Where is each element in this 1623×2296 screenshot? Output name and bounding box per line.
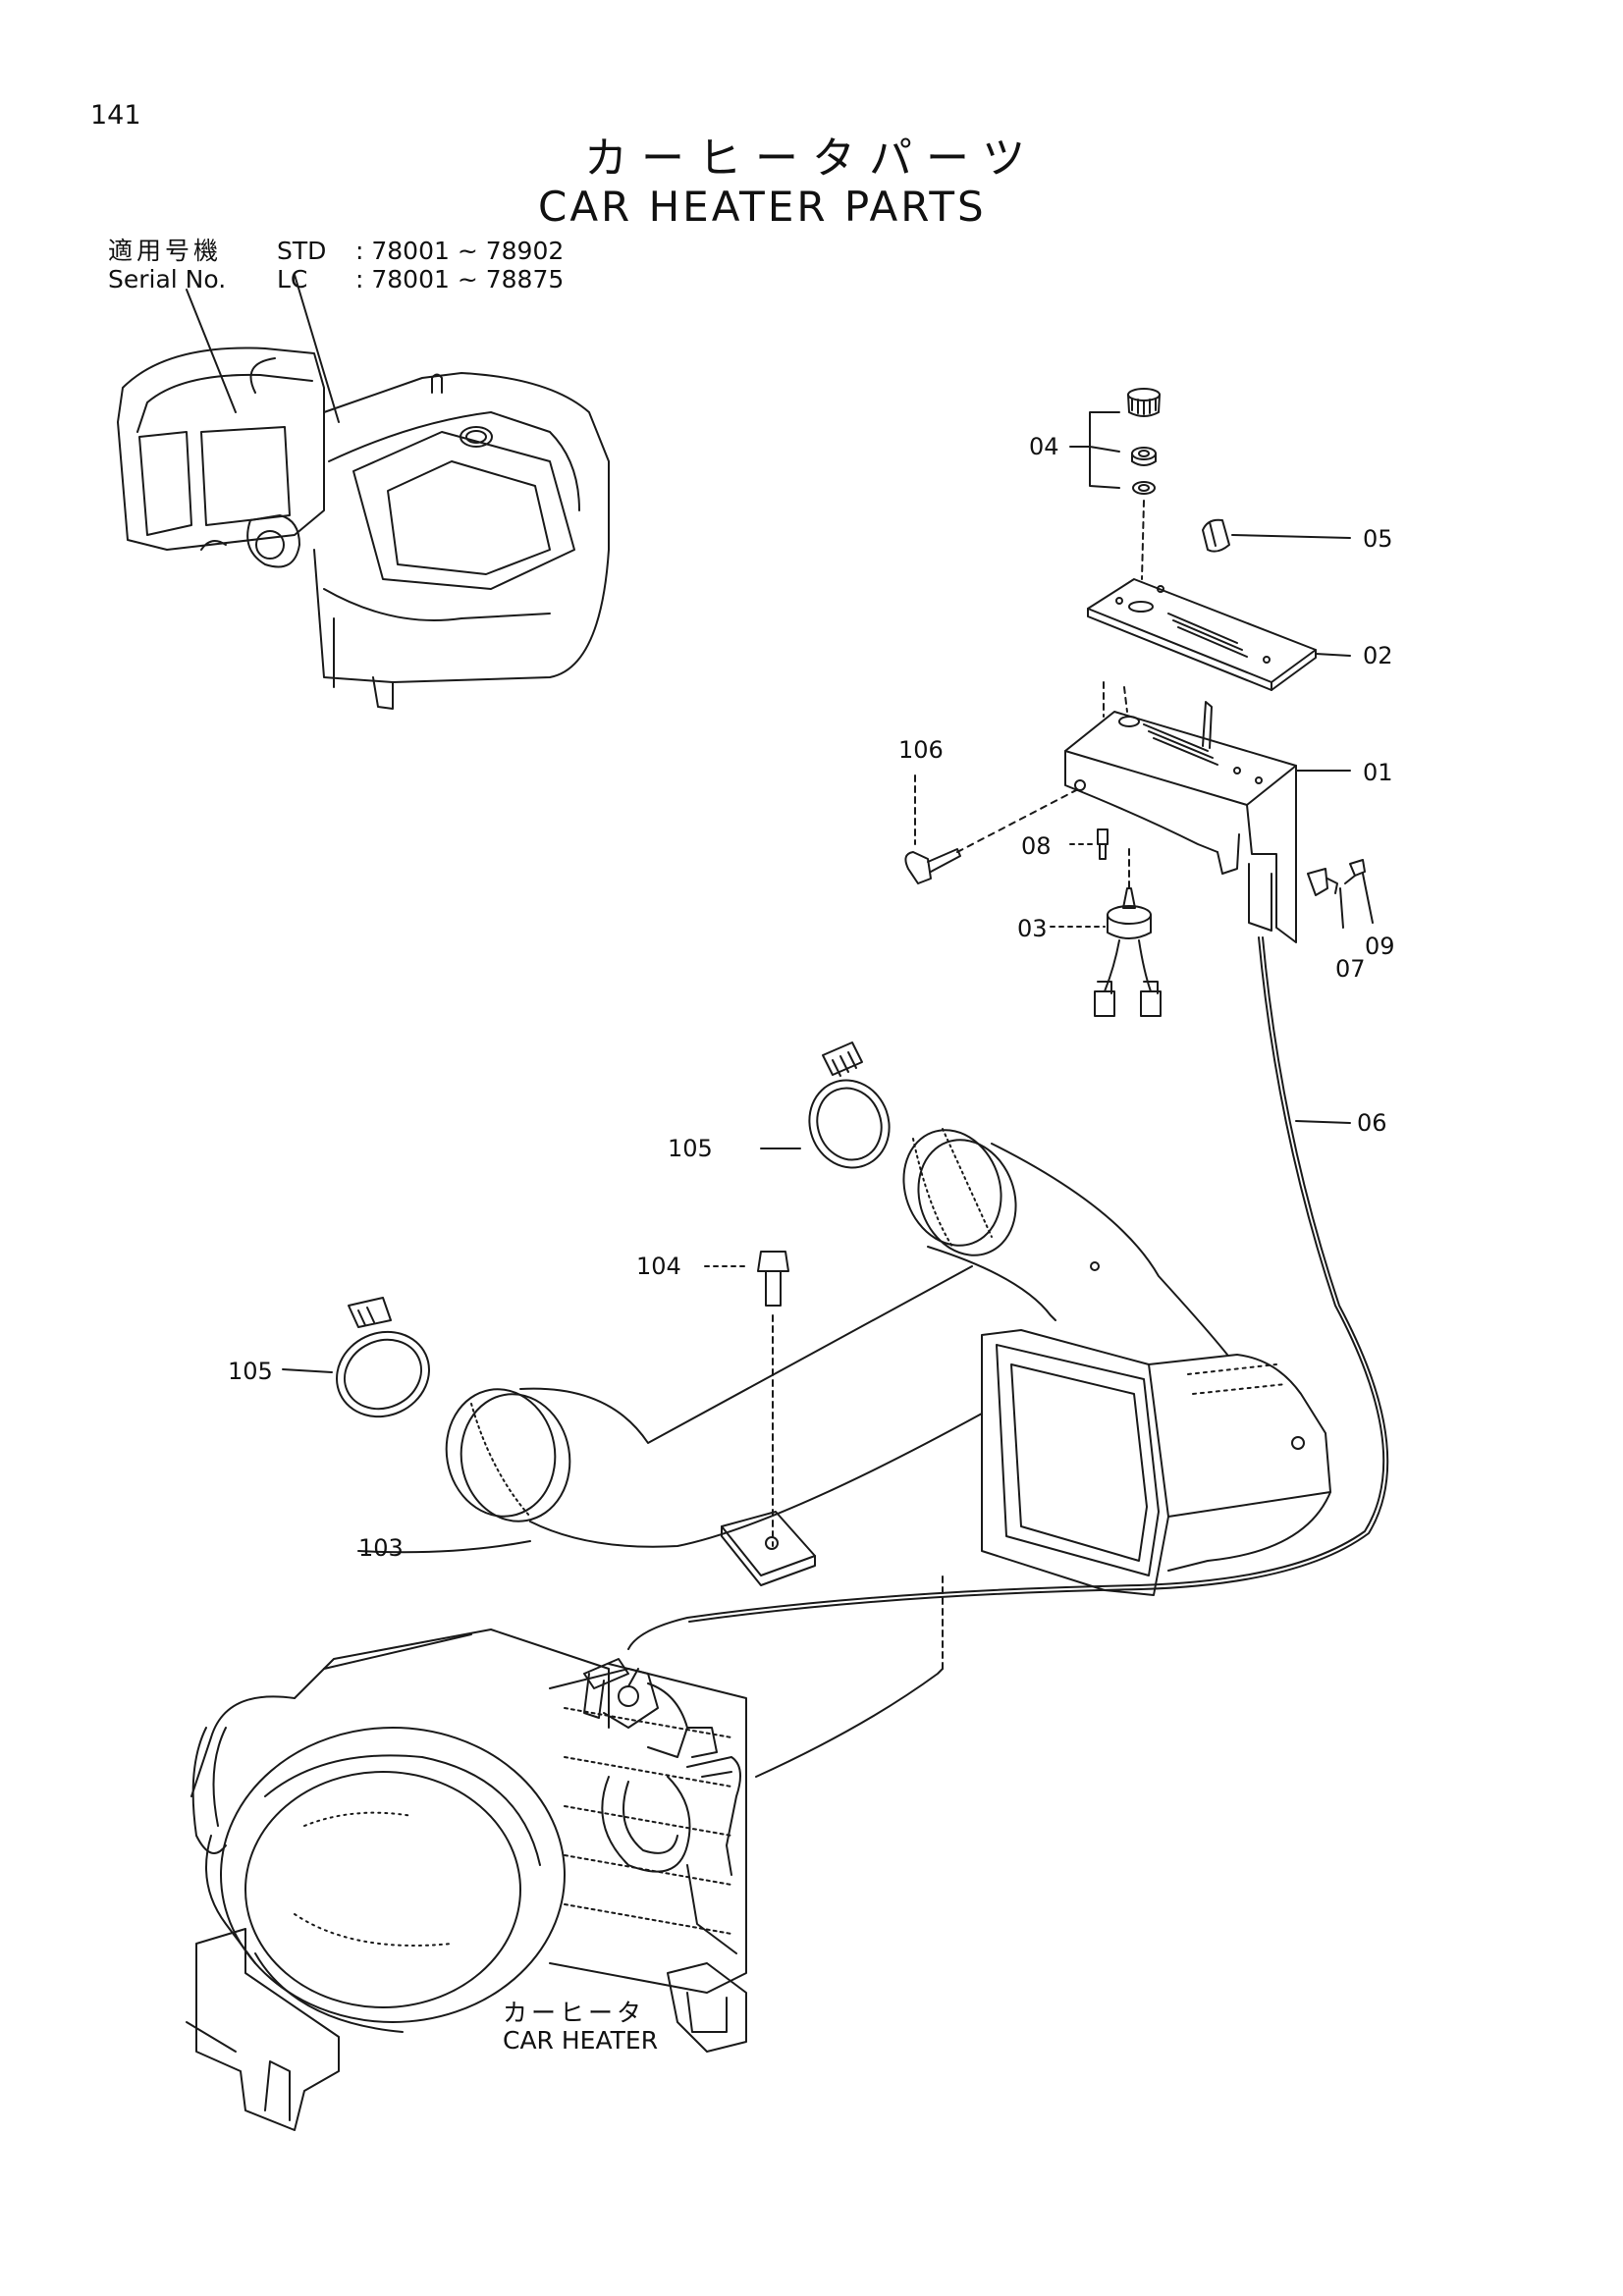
callout-05: 05: [1363, 525, 1393, 553]
page-title-japanese: カーヒータパーツ: [584, 133, 1040, 184]
car-heater-label-japanese: カーヒータ: [503, 1999, 646, 2027]
bolt-part-104: [705, 1252, 788, 1546]
callout-leader-04: [1070, 412, 1119, 488]
callout-06: 06: [1357, 1109, 1387, 1137]
applicability-label-english: Serial No.: [108, 265, 227, 294]
callout-105-lower: 105: [228, 1358, 273, 1385]
car-heater-label: CAR HEATER: [503, 2026, 659, 2055]
callout-07: 07: [1335, 955, 1366, 983]
model-std-serial-range: : 78001 ~ 78902: [355, 237, 565, 265]
model-lc-label: LC: [277, 265, 308, 294]
callout-106: 106: [898, 736, 944, 764]
callout-01: 01: [1363, 759, 1393, 786]
screw-part-08: [1070, 829, 1108, 859]
callout-09: 09: [1365, 933, 1395, 960]
callout-03: 03: [1017, 915, 1048, 942]
panel-plate-part-02: [1088, 501, 1350, 690]
hose-clamp-upper-part-105: [761, 1042, 901, 1179]
switch-part-03: [1051, 849, 1161, 1016]
excavator-overview-illustration: [118, 275, 609, 709]
control-cable-part-06: [628, 864, 1387, 1649]
callout-103: 103: [358, 1534, 404, 1562]
applicability-label-japanese: 適用号機: [108, 237, 223, 265]
bolt-part-106: [905, 775, 1078, 883]
callout-104: 104: [636, 1253, 681, 1280]
page-title: CAR HEATER PARTS: [538, 183, 987, 231]
bracket-part-01: [1065, 682, 1350, 942]
lever-knob-part-05: [1203, 520, 1350, 552]
model-lc-serial-range: : 78001 ~ 78875: [355, 265, 565, 294]
callout-04: 04: [1029, 433, 1059, 460]
car-heater-unit-illustration: [187, 1575, 943, 2130]
callout-08: 08: [1021, 832, 1052, 860]
hose-clamp-lower-part-105: [283, 1298, 443, 1431]
cable-clip-part-07: [1308, 860, 1373, 928]
callout-105-upper: 105: [668, 1135, 713, 1162]
knob-assembly-part-04: [1128, 389, 1160, 494]
model-std-label: STD: [277, 237, 327, 265]
callout-02: 02: [1363, 642, 1393, 669]
air-duct-part-103: [358, 1116, 1330, 1595]
page-number: 141: [90, 100, 141, 131]
